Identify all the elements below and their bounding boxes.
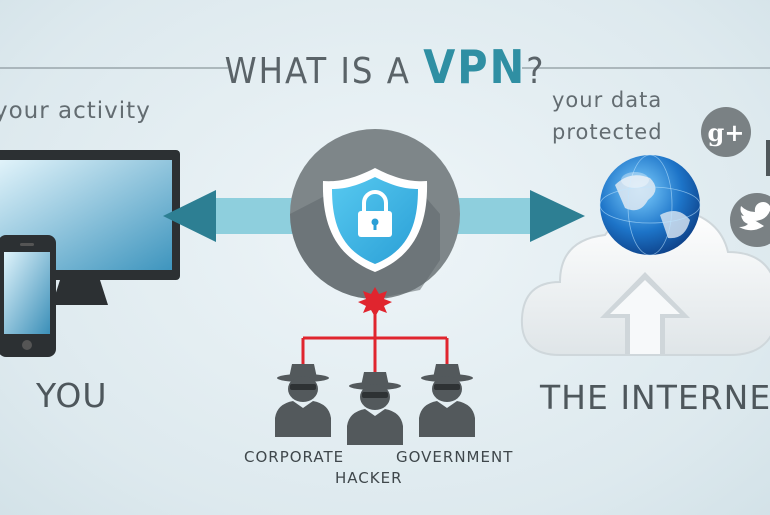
tunnel-pipe-right <box>455 198 530 234</box>
spy-hacker-icon <box>347 372 403 445</box>
right-label: THE INTERNET <box>540 378 770 417</box>
social-icon-partial <box>766 140 770 176</box>
right-caption-line2: protected <box>552 120 663 144</box>
twitter-icon <box>730 193 770 247</box>
arrow-left <box>163 190 216 242</box>
page-title: WHAT IS A VPN? <box>0 40 770 94</box>
right-caption-line1: your data <box>552 88 663 112</box>
tunnel-pipe-left <box>216 198 296 234</box>
threat-label-government: GOVERNMENT <box>396 448 514 466</box>
threat-label-corporate: CORPORATE <box>244 448 345 466</box>
cloud-icon <box>520 206 770 356</box>
title-prefix: WHAT IS A <box>224 51 424 92</box>
vpn-shield-badge <box>290 129 460 299</box>
left-label: YOU <box>36 376 108 415</box>
arrow-right <box>530 190 585 242</box>
spy-corporate-icon <box>275 364 331 437</box>
breach-burst-icon <box>358 287 392 317</box>
threat-label-hacker: HACKER <box>335 469 403 487</box>
smartphone-icon <box>0 235 56 357</box>
title-highlight: VPN <box>423 40 527 94</box>
title-suffix: ? <box>526 51 546 92</box>
google-plus-icon: g+ <box>701 107 751 157</box>
globe-icon <box>599 154 701 256</box>
svg-text:g+: g+ <box>708 118 745 147</box>
left-caption: your activity <box>0 98 151 124</box>
spy-government-icon <box>419 364 475 437</box>
